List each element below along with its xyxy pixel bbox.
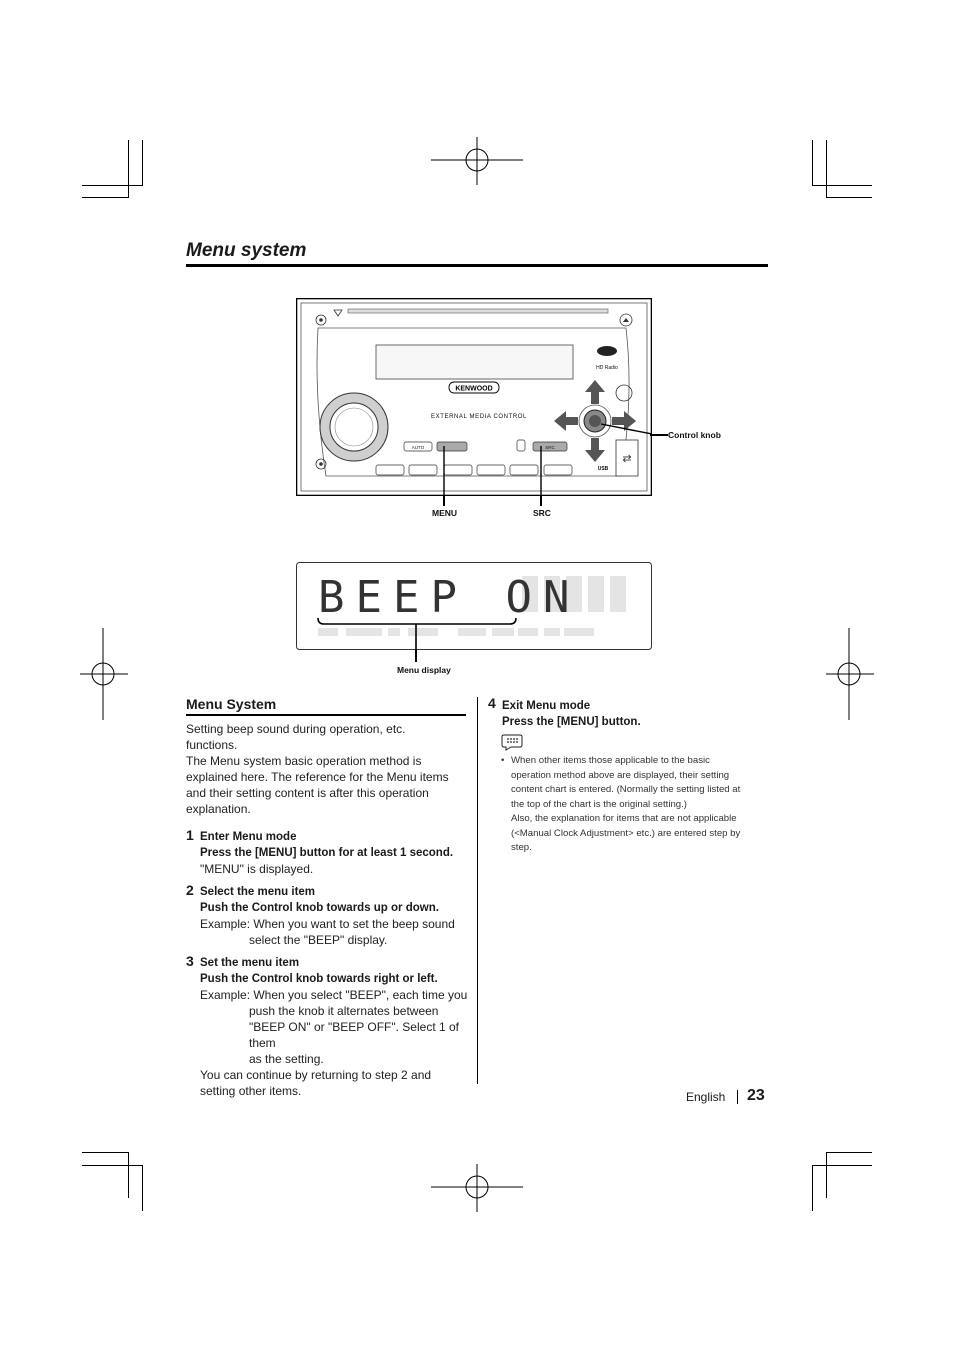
page-number: 23 — [747, 1087, 765, 1104]
step-1: Enter Menu mode Press the [MENU] button … — [200, 831, 454, 876]
eject-icon — [619, 313, 633, 327]
step-3-number: 3 — [186, 953, 194, 969]
usb-icon: ⇄ — [622, 452, 631, 465]
registration-mark-right — [826, 628, 874, 720]
intro-text: Setting beep sound during operation, etc… — [186, 722, 449, 816]
brand-logo: KENWOOD — [455, 386, 492, 393]
label-menu-display: Menu display — [397, 665, 451, 675]
page-title: Menu system — [186, 240, 307, 261]
title-rule — [186, 264, 768, 267]
step-2: Select the menu item Push the Control kn… — [200, 886, 455, 947]
registration-mark-left — [80, 628, 128, 720]
svg-text:SRC: SRC — [545, 445, 555, 450]
arrow-left-icon — [554, 411, 578, 431]
column-divider — [477, 697, 478, 1084]
registration-mark-bottom — [431, 1164, 523, 1212]
step-3: Set the menu item Push the Control knob … — [200, 957, 468, 1098]
step-1-number: 1 — [186, 827, 194, 843]
label-control-knob: Control knob — [668, 430, 721, 440]
section-heading: Menu System — [186, 696, 277, 712]
dot-matrix-text: BEEP ON — [318, 572, 580, 623]
svg-text:AUTO: AUTO — [412, 445, 425, 450]
head-unit-figure: KENWOOD EXTERNAL MEDIA CONTROL HD Radio … — [296, 298, 652, 496]
note-text: When other items those applicable to the… — [511, 755, 741, 853]
label-src: SRC — [533, 508, 551, 518]
panel-text: EXTERNAL MEDIA CONTROL — [431, 414, 527, 420]
footer-language: English — [686, 1090, 726, 1104]
note-icon — [501, 734, 523, 751]
step-4-number: 4 — [488, 695, 496, 711]
menu-button — [436, 441, 468, 452]
arrow-up-icon — [585, 380, 605, 404]
footer-separator — [737, 1090, 738, 1104]
svg-text:USB: USB — [598, 466, 609, 472]
section-rule — [186, 714, 466, 716]
menu-display-figure: BEEP ON — [296, 562, 652, 650]
label-menu: MENU — [432, 508, 458, 518]
disc-mark-icon — [333, 309, 343, 317]
step-4: Exit Menu mode Press the [MENU] button. — [502, 700, 641, 728]
arrow-down-icon — [585, 438, 605, 462]
arrow-right-icon — [612, 411, 636, 431]
svg-text:HD Radio: HD Radio — [596, 365, 618, 371]
step-2-number: 2 — [186, 882, 194, 898]
note-bullet: • — [501, 755, 505, 766]
registration-mark-top — [431, 137, 523, 185]
